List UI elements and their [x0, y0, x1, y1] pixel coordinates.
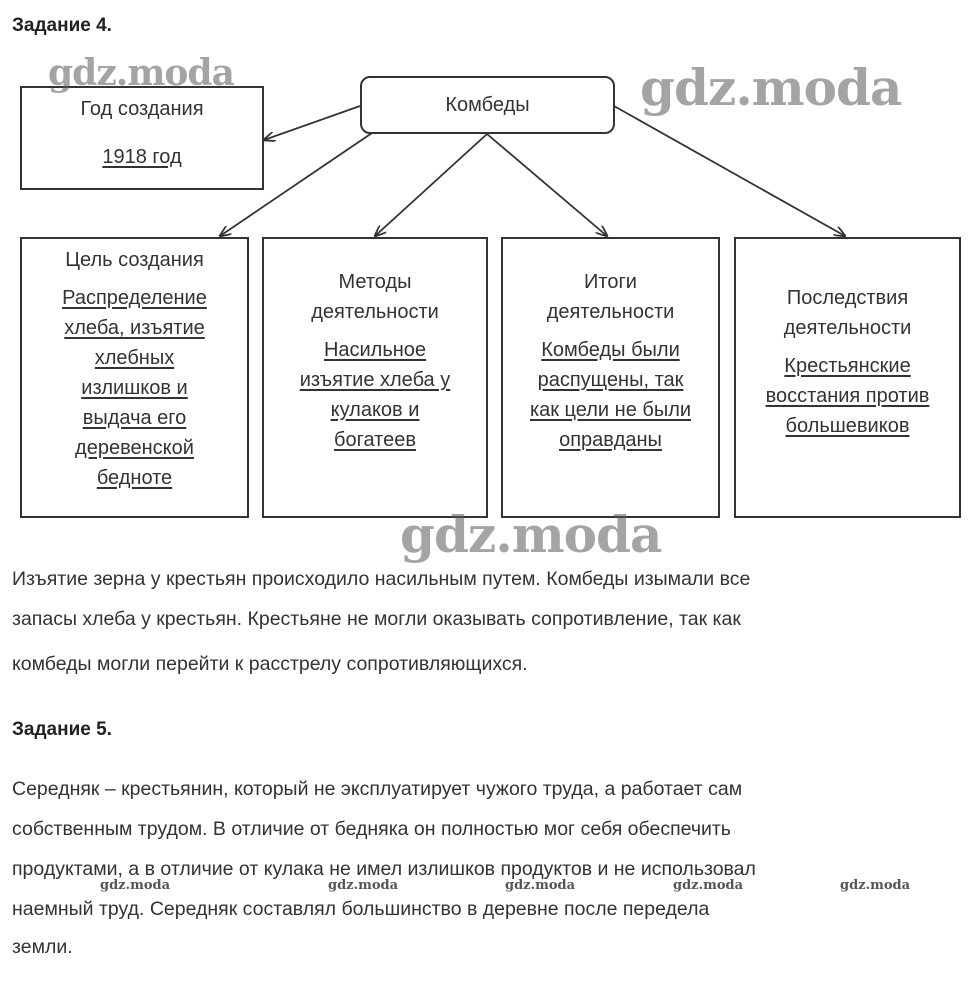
arrow-to-goal: [220, 132, 373, 236]
box-title-line: Методы: [338, 271, 412, 293]
watermark-small: gdz.moda: [673, 878, 744, 893]
box-title-line: Цель создания: [65, 249, 204, 271]
box-answer-line: изъятие хлеба у: [299, 369, 451, 391]
center-box: Комбеды: [360, 76, 615, 134]
box-answer-line: Насильное: [323, 339, 427, 361]
task4-paragraph-line: комбеды могли перейти к расстрелу сопрот…: [12, 653, 528, 675]
task4-paragraph-line: запасы хлеба у крестьян. Крестьяне не мо…: [12, 608, 741, 630]
task5-paragraph-line: наемный труд. Середняк составлял большин…: [12, 898, 710, 920]
watermark-small: gdz.moda: [100, 878, 171, 893]
box-title-line: деятельности: [546, 301, 675, 323]
box-title-line: деятельности: [783, 317, 912, 339]
box-title-line: Итоги: [584, 271, 637, 293]
watermark: gdz.moda: [640, 58, 902, 117]
arrow-to-results: [486, 133, 607, 236]
box-answer-line: кулаков и: [330, 399, 420, 421]
box-answer-line: излишков и: [81, 377, 188, 399]
center-label: Комбеды: [445, 94, 530, 116]
box-title-line: Последствия: [786, 287, 909, 309]
box-answer-line: выдача его: [82, 407, 187, 429]
box-answer-line: восстания против: [765, 385, 930, 407]
watermark-small: gdz.moda: [328, 878, 399, 893]
box-answer-line: богатеев: [334, 429, 416, 451]
watermark: gdz.moda: [48, 52, 235, 94]
box-answer-line: распущены, так: [537, 369, 684, 391]
box-title-line: деятельности: [311, 301, 439, 323]
box-answer-line: большевиков: [785, 415, 910, 437]
box-answer-line: деревенской: [75, 437, 194, 459]
watermark-small: gdz.moda: [840, 878, 911, 893]
watermark-small: gdz.moda: [505, 878, 576, 893]
task5-paragraph-line: земли.: [12, 936, 73, 958]
task5-paragraph-line: продуктами, а в отличие от кулака не име…: [12, 858, 756, 880]
box-answer-line: оправданы: [559, 429, 662, 451]
task4-paragraph-line: Изъятие зерна у крестьян происходило нас…: [12, 568, 751, 590]
box-answer-line: бедноте: [96, 467, 173, 489]
arrow-to-methods: [375, 133, 488, 236]
watermark: gdz.moda: [400, 505, 662, 564]
task5-paragraph-line: Середняк – крестьянин, который не эксплу…: [12, 778, 743, 800]
year-answer: 1918 год: [102, 146, 182, 168]
task4-heading: Задание 4.: [12, 15, 112, 36]
arrow-to-consequences: [613, 105, 845, 236]
box-answer-line: хлебных: [94, 347, 175, 369]
task5-heading: Задание 5.: [12, 719, 112, 740]
year-title: Год создания: [80, 98, 204, 120]
arrow-to-year: [264, 105, 361, 140]
box-answer-line: Распределение: [62, 287, 207, 309]
box-answer-line: как цели не были: [529, 399, 692, 421]
box-answer-line: Крестьянские: [784, 355, 911, 377]
box-answer-line: Комбеды были: [541, 339, 680, 361]
task5-paragraph-line: собственным трудом. В отличие от бедняка…: [12, 818, 731, 840]
box-answer-line: хлеба, изъятие: [64, 317, 205, 339]
year-box: Год создания 1918 год: [20, 86, 264, 190]
